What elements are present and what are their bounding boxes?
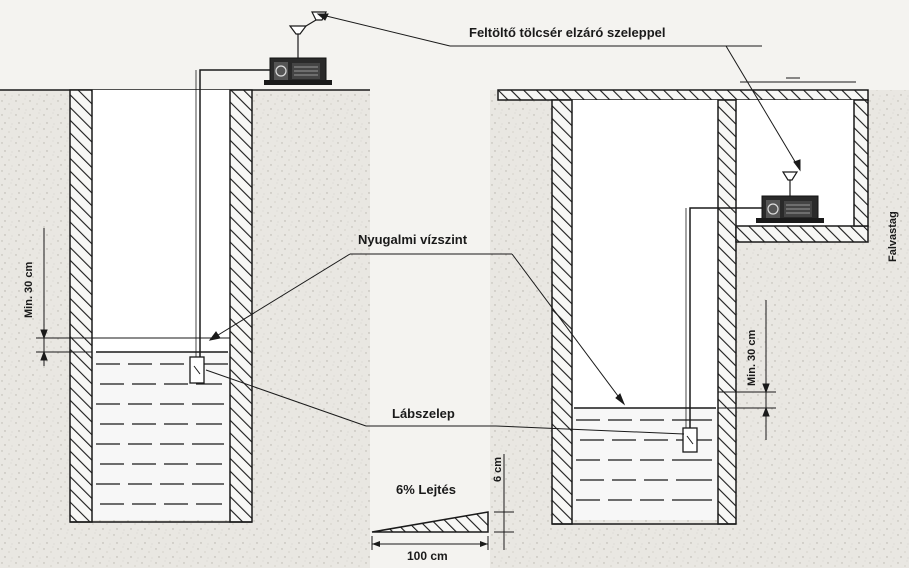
foot-valve-label: Lábszelep bbox=[392, 406, 455, 421]
right-water bbox=[572, 408, 718, 520]
left-suction-pipe bbox=[199, 69, 270, 362]
left-funnel-icon bbox=[288, 11, 327, 58]
right-pump bbox=[755, 195, 825, 224]
height-6cm-label: 6 cm bbox=[492, 456, 504, 482]
right-top-dimension bbox=[740, 77, 856, 83]
left-well-section bbox=[0, 11, 370, 568]
left-water-dashes bbox=[96, 351, 228, 505]
left-water bbox=[92, 352, 230, 520]
right-well-section bbox=[490, 77, 909, 568]
right-top-slab bbox=[497, 89, 869, 101]
min-30cm-right-label: Min. 30 cm bbox=[746, 329, 758, 386]
left-wall-right bbox=[229, 89, 253, 523]
slope-ramp bbox=[371, 511, 489, 533]
length-100cm-label: 100 cm bbox=[407, 549, 448, 563]
slope-label: 6% Lejtés bbox=[396, 482, 456, 497]
right-wall-outer bbox=[853, 99, 869, 227]
right-suction-pipe bbox=[689, 207, 762, 432]
left-min-dimension bbox=[36, 228, 230, 366]
leader-lines bbox=[205, 13, 801, 435]
right-chamber-floor bbox=[735, 225, 869, 243]
left-pump bbox=[263, 57, 333, 86]
right-min-dimension bbox=[718, 300, 776, 440]
funnel-valve-label: Feltöltő tölcsér elzáró szeleppel bbox=[469, 25, 666, 40]
left-wall-left bbox=[69, 89, 93, 523]
right-wall-middle bbox=[717, 99, 737, 525]
min-30cm-left-label: Min. 30 cm bbox=[23, 261, 35, 318]
static-water-level-label: Nyugalmi vízszint bbox=[358, 232, 468, 247]
wall-edge-label: Falvastag bbox=[887, 211, 899, 262]
right-funnel-icon bbox=[781, 171, 799, 196]
slope-detail bbox=[371, 454, 514, 550]
